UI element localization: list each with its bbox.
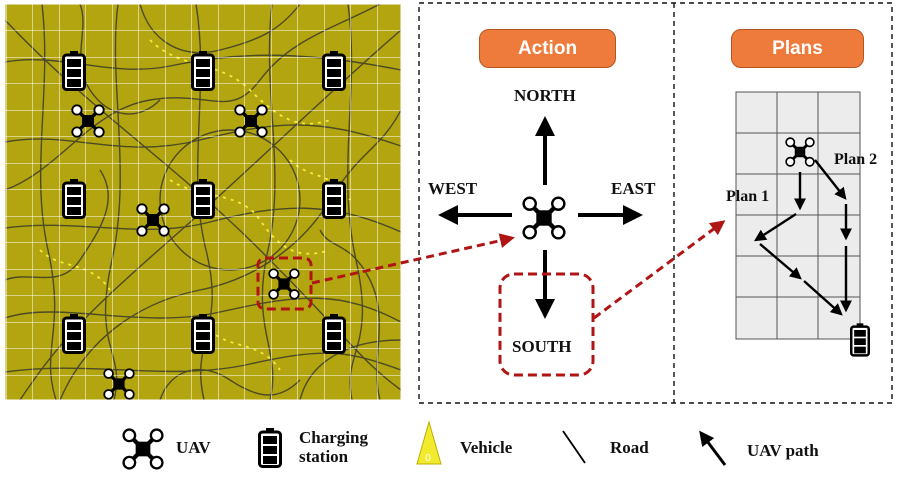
north-label: NORTH: [514, 86, 576, 105]
legend-battery-icon: [258, 427, 282, 469]
west-label: WEST: [428, 179, 478, 198]
action-title: Action: [479, 29, 616, 68]
battery-icon: [191, 179, 215, 219]
battery-icon: [322, 314, 346, 354]
plans-grid: [735, 91, 861, 340]
map-to-action-arrow: [311, 233, 515, 285]
battery-icon: [850, 323, 870, 357]
battery-icon: [322, 179, 346, 219]
plan-1-path: [753, 172, 843, 316]
legend-charging-line2: station: [299, 447, 349, 466]
legend-vehicle-icon: 0: [416, 420, 442, 465]
uav-icon: [524, 198, 565, 239]
plan-2-label: Plan 2: [834, 151, 878, 168]
legend-uav-path-icon: [699, 430, 727, 466]
legend-uav-path-label: UAV path: [747, 441, 819, 460]
selected-uav-highlight: [256, 256, 313, 311]
south-label: SOUTH: [512, 337, 572, 356]
south-highlight: [498, 272, 595, 377]
battery-icon: [62, 51, 86, 91]
east-label: EAST: [611, 179, 656, 198]
svg-text:0: 0: [425, 453, 431, 464]
map-panel: [4, 3, 402, 401]
legend-uav-label: UAV: [176, 438, 211, 457]
right-panel-frame: [418, 2, 893, 404]
legend-road-label: Road: [610, 438, 649, 457]
plan-1-label: Plan 1: [726, 188, 770, 205]
battery-icon: [62, 179, 86, 219]
legend-vehicle-label: Vehicle: [460, 438, 513, 457]
battery-icon: [322, 51, 346, 91]
legend-charging-line1: Charging: [299, 428, 368, 447]
legend-road-icon: [562, 430, 586, 464]
action-diagram: [438, 116, 643, 377]
battery-icon: [191, 51, 215, 91]
battery-icon: [191, 314, 215, 354]
action-to-plans-arrow: [593, 220, 726, 320]
plan-2-path: [814, 159, 852, 313]
legend-uav-icon: [124, 430, 163, 469]
battery-icon: [62, 314, 86, 354]
legend-charging-label: Charging station: [299, 428, 368, 466]
plans-title: Plans: [731, 29, 864, 68]
